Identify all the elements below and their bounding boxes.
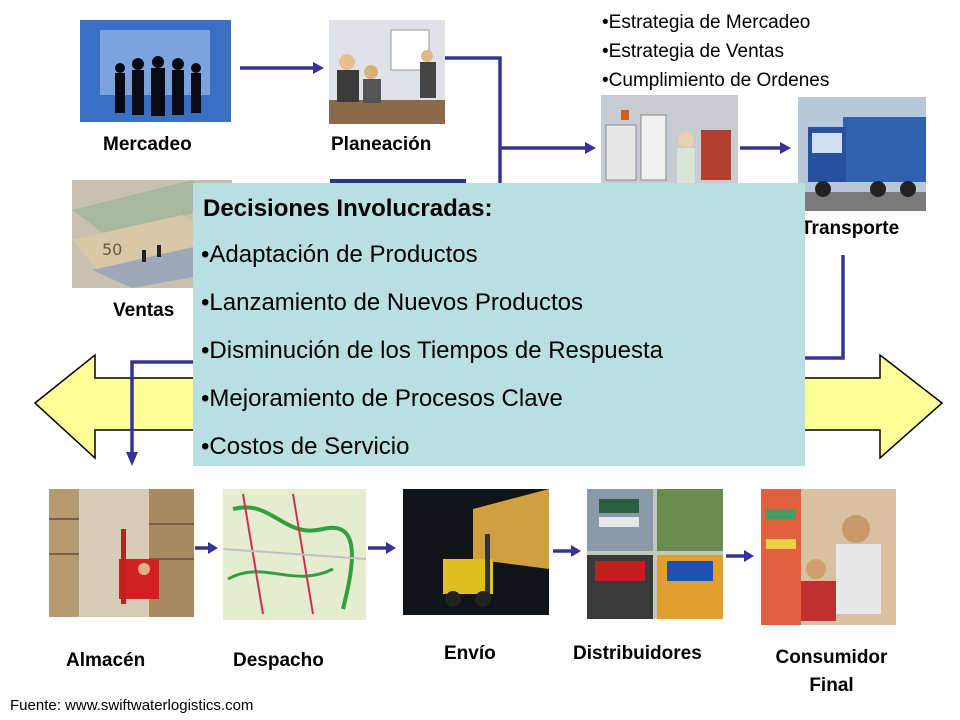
decision-item: •Mejoramiento de Procesos Clave [201,385,563,412]
stage-label-despacho: Despacho [233,650,324,671]
strategy-bullet: •Estrategia de Mercadeo [602,12,811,33]
stage-label-almacen: Almacén [66,650,146,671]
stage-label-distribuidores: Distribuidores [573,643,702,664]
strategy-bullet: •Cumplimiento de Ordenes [602,70,830,91]
planning-meeting-photo [329,20,445,124]
stage-label-consumidor-line2: Final [809,675,854,696]
marketing-team-photo [80,20,231,122]
decision-item: •Adaptación de Productos [201,241,478,268]
stage-label-planeacion: Planeación [331,134,432,155]
svg-text:50: 50 [102,240,122,259]
strategy-bullets: •Estrategia de Mercadeo •Estrategia de V… [602,8,829,95]
production-plant-photo [601,95,738,185]
decision-item: •Costos de Servicio [201,433,410,460]
stage-label-envio: Envío [444,643,496,664]
connectors [126,56,845,562]
shipping-forklift-photo [403,489,549,615]
decision-item: •Lanzamiento de Nuevos Productos [201,289,583,316]
distributors-stores-photo [587,489,723,619]
source-credit: Fuente: www.swiftwaterlogistics.com [10,697,254,714]
dispatch-map-photo [223,489,366,620]
decisions-title: Decisiones Involucradas: [203,195,493,222]
decision-item: •Disminución de los Tiempos de Respuesta [201,337,663,364]
stage-label-ventas: Ventas [113,300,175,321]
strategy-bullet: •Estrategia de Ventas [602,41,784,62]
consumer-shopping-photo [761,489,896,625]
stage-label-consumidor: Consumidor Final [760,644,903,700]
decisions-panel: Decisiones Involucradas: •Adaptación de … [193,183,805,466]
stage-label-consumidor-line1: Consumidor [775,647,888,668]
stage-label-mercadeo: Mercadeo [103,134,192,155]
stage-label-transporte: Transporte [801,218,900,239]
warehouse-forklift-photo [49,489,194,617]
truck-photo [798,97,926,211]
planning-photo-strip [330,179,466,185]
